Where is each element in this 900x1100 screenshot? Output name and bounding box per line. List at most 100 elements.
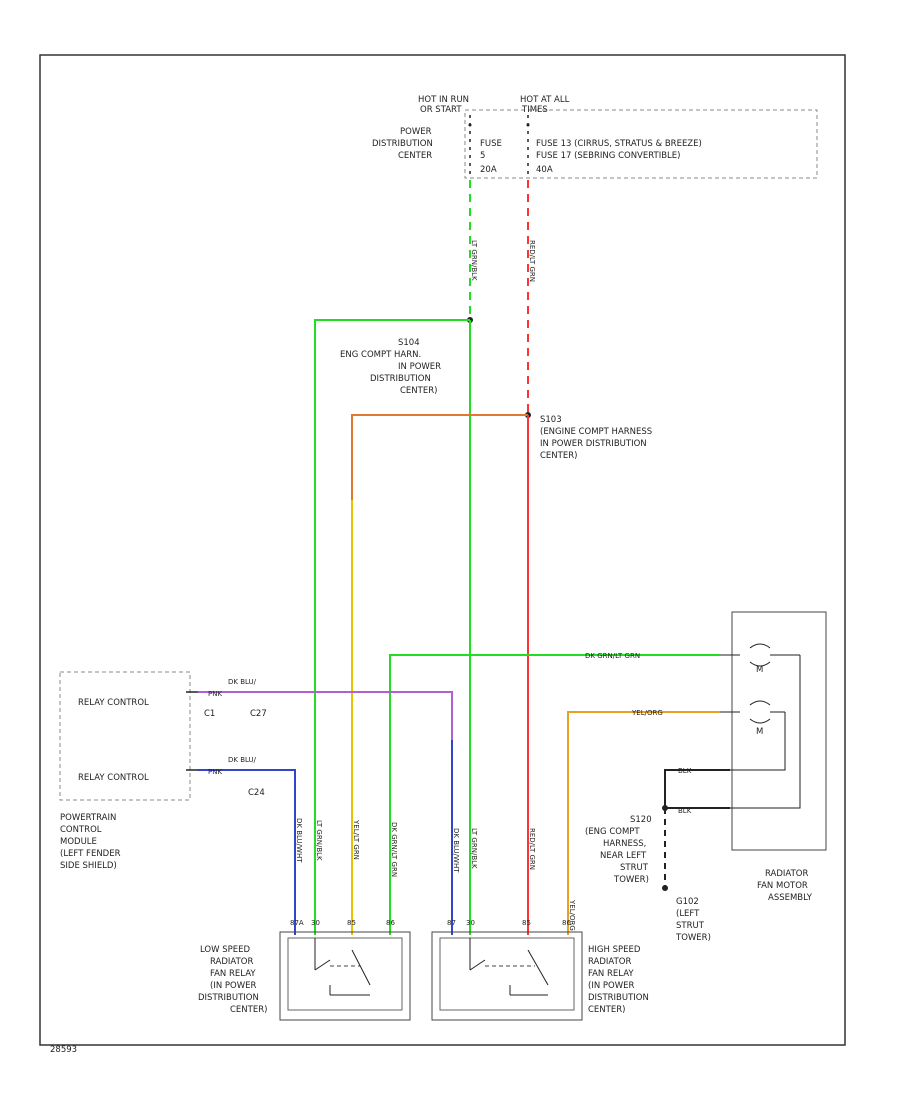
vlabel-dk-grn-lt-grn: DK GRN/LT GRN (390, 822, 398, 877)
s120-label-3: HARNESS, (603, 839, 646, 849)
wire-label-dk-blu-2a: DK BLU/ (228, 756, 257, 764)
wire-label-lt-grn-top: LT GRN/BLK (470, 240, 478, 281)
s103-label-3: IN POWER DISTRIBUTION (540, 439, 647, 449)
low-relay-label-1: LOW SPEED (200, 945, 250, 955)
fan-assembly-name-3: ASSEMBLY (768, 893, 813, 903)
high-relay-label-3: FAN RELAY (588, 969, 634, 979)
fuse-5-label-1: FUSE (480, 139, 502, 149)
wire-label-dk-blu-1a: DK BLU/ (228, 678, 257, 686)
pin-86a: 86 (386, 919, 395, 927)
fan-motor-1-ground-wire (730, 655, 801, 809)
hot-at-all-times-label-2: TIMES (521, 105, 548, 115)
wire-label-red-top: RED/LT GRN (528, 240, 536, 282)
pcm-box (59, 671, 191, 801)
pcm-name-2: CONTROL (60, 825, 102, 835)
fuse-13-label: FUSE 13 (CIRRUS, STRATUS & BREEZE) (536, 139, 702, 149)
g102-label-2: (LEFT (676, 909, 700, 919)
high-relay-label-4: (IN POWER (588, 981, 634, 991)
low-relay-label-5: DISTRIBUTION (198, 993, 259, 1003)
dk-green-wire-to-fan (389, 654, 720, 935)
wire-label-blk-2: BLK (678, 807, 692, 815)
s104-label-1: S104 (398, 338, 420, 348)
diagram-frame (39, 54, 846, 1046)
pcm-relay-control-2: RELAY CONTROL (78, 773, 149, 783)
pcm-relay-control-1: RELAY CONTROL (78, 698, 149, 708)
fan-assembly-name-1: RADIATOR (765, 869, 808, 879)
pdc-label-1: POWER (400, 127, 432, 137)
diagram-code: 28593 (50, 1045, 77, 1055)
fuse-5-label-2: 5 (480, 151, 485, 161)
low-speed-relay (279, 931, 411, 1021)
g102-label-4: TOWER) (675, 933, 711, 943)
s120-label-4: NEAR LEFT (600, 851, 647, 861)
blue-wire-to-low-relay (198, 769, 296, 935)
pcm-name-4: (LEFT FENDER (60, 849, 121, 859)
vlabel-dk-blu-wht-2: DK BLU/WHT (452, 828, 460, 873)
radiator-fan-assembly-box (731, 611, 827, 851)
s104-label-4: DISTRIBUTION (370, 374, 431, 384)
fuse-17-label: FUSE 17 (SEBRING CONVERTIBLE) (536, 151, 680, 161)
low-relay-label-2: RADIATOR (210, 957, 253, 967)
wire-label-dk-grn: DK GRN/LT GRN (585, 652, 640, 660)
pcm-name-3: MODULE (60, 837, 97, 847)
ground-g102-dot (662, 885, 668, 891)
s103-label-1: S103 (540, 415, 562, 425)
pcm-name-5: SIDE SHIELD) (60, 861, 117, 871)
pcm-c27: C27 (250, 709, 267, 719)
high-relay-label-5: DISTRIBUTION (588, 993, 649, 1003)
pdc-label-2: DISTRIBUTION (372, 139, 433, 149)
wire-label-dk-blu-2b: PNK (208, 768, 222, 776)
s120-label-2: (ENG COMPT (585, 827, 640, 837)
high-relay-label-1: HIGH SPEED (588, 945, 641, 955)
s104-label-5: CENTER) (400, 386, 437, 396)
vlabel-red-lt-grn: RED/LT GRN (528, 828, 536, 870)
fan-assembly-name-2: FAN MOTOR (757, 881, 808, 891)
pin-30a: 30 (311, 919, 320, 927)
s103-label-4: CENTER) (540, 451, 577, 461)
pin-30b: 30 (466, 919, 475, 927)
lt-green-wire-to-low-relay (314, 319, 470, 935)
vlabel-lt-grn-blk-1: LT GRN/BLK (315, 820, 323, 861)
g102-label-1: G102 (676, 897, 699, 907)
low-relay-label-4: (IN POWER (210, 981, 256, 991)
low-relay-label-6: CENTER) (230, 1005, 267, 1015)
purple-wire-to-high-relay (198, 691, 453, 935)
hot-in-run-label-2: OR START (420, 105, 462, 115)
pdc-label-3: CENTER (398, 151, 432, 161)
s104-label-2: ENG COMPT HARN. (340, 350, 421, 360)
fuse-5-label-3: 20A (480, 165, 497, 175)
vlabel-yel-org: YEL/ORG (568, 899, 576, 931)
fan-motor-2-label: M (756, 727, 763, 737)
pin-87a: 87A (290, 919, 304, 927)
black-wire-1 (664, 769, 730, 808)
high-speed-relay (431, 931, 583, 1021)
s103-label-2: (ENGINE COMPT HARNESS (540, 427, 652, 437)
fan-motor-1 (720, 643, 800, 667)
fuse-40a-label: 40A (536, 165, 553, 175)
wire-label-dk-blu-1b: PNK (208, 690, 222, 698)
pcm-c24: C24 (248, 788, 265, 798)
pin-87b: 87 (447, 919, 456, 927)
pcm-c1: C1 (204, 709, 215, 719)
hot-at-all-times-label: HOT AT ALL (520, 95, 570, 105)
hot-in-run-label: HOT IN RUN (418, 95, 469, 105)
fan-motor-1-label: M (756, 665, 763, 675)
high-relay-label-6: CENTER) (588, 1005, 625, 1015)
s120-label-6: TOWER) (613, 875, 649, 885)
pin-85b: 85 (522, 919, 531, 927)
fan-motor-2 (720, 700, 785, 724)
vlabel-lt-grn-blk-2: LT GRN/BLK (470, 828, 478, 869)
pin-85a: 85 (347, 919, 356, 927)
power-distribution-center-box (464, 109, 818, 179)
g102-label-3: STRUT (676, 921, 705, 931)
pcm-name-1: POWERTRAIN (60, 813, 116, 823)
orange-wire-to-low-relay (351, 414, 528, 935)
high-relay-label-2: RADIATOR (588, 957, 631, 967)
s104-label-3: IN POWER (398, 362, 441, 372)
s120-label-1: S120 (630, 815, 652, 825)
yellow-wire-to-fan (567, 711, 720, 935)
s120-label-5: STRUT (620, 863, 649, 873)
fuse-5-symbol (468, 115, 472, 175)
pin-86b: 86 (562, 919, 571, 927)
